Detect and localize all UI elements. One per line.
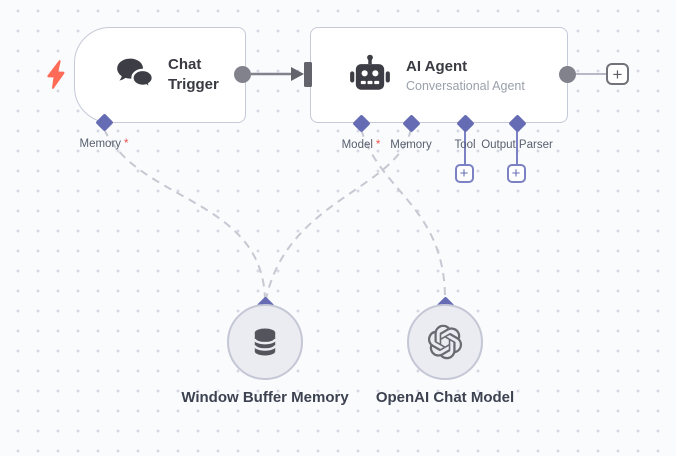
node-label-openai-chat-model: OpenAI Chat Model (375, 389, 515, 406)
node-title: AI Agent (406, 57, 468, 75)
node-chat-trigger[interactable]: Chat Trigger (74, 27, 246, 123)
required-marker: * (375, 139, 381, 151)
node-title: Chat Trigger (168, 55, 219, 93)
add-tool-button[interactable]: + (454, 163, 474, 183)
openai-logo-icon (427, 324, 463, 360)
add-node-button[interactable]: + (606, 63, 629, 85)
port-label-model: Model* (341, 139, 381, 151)
port-label-tool: Tool (454, 139, 476, 151)
node-ai-agent[interactable]: AI Agent Conversational Agent (310, 27, 568, 123)
plus-icon: + (612, 64, 623, 84)
node-label-window-buffer-memory: Window Buffer Memory (181, 389, 349, 406)
output-port-ai-agent[interactable] (558, 65, 576, 83)
output-port-chat-trigger[interactable] (234, 65, 251, 83)
plus-icon: + (511, 164, 521, 182)
robot-icon (350, 54, 390, 90)
add-output-parser-button[interactable]: + (506, 163, 526, 183)
database-icon (253, 328, 277, 356)
lightning-bolt-icon (45, 60, 66, 94)
input-port-ai-agent[interactable] (304, 62, 312, 87)
node-window-buffer-memory[interactable] (227, 304, 303, 380)
connection-model-to-agent[interactable] (360, 128, 446, 300)
arrowhead-icon (291, 67, 304, 81)
port-label-trigger-memory: Memory* (79, 138, 129, 150)
connection-memory-to-trigger[interactable] (103, 128, 266, 300)
required-marker: * (124, 138, 129, 150)
plus-icon: + (459, 164, 469, 182)
connection-memory-to-agent[interactable] (265, 128, 412, 300)
node-subtitle: Conversational Agent (406, 79, 525, 94)
port-label-output-parser: Output Parser (481, 139, 553, 151)
port-label-memory: Memory (390, 139, 432, 151)
chat-bubbles-icon (117, 58, 155, 89)
node-openai-chat-model[interactable] (407, 304, 483, 380)
